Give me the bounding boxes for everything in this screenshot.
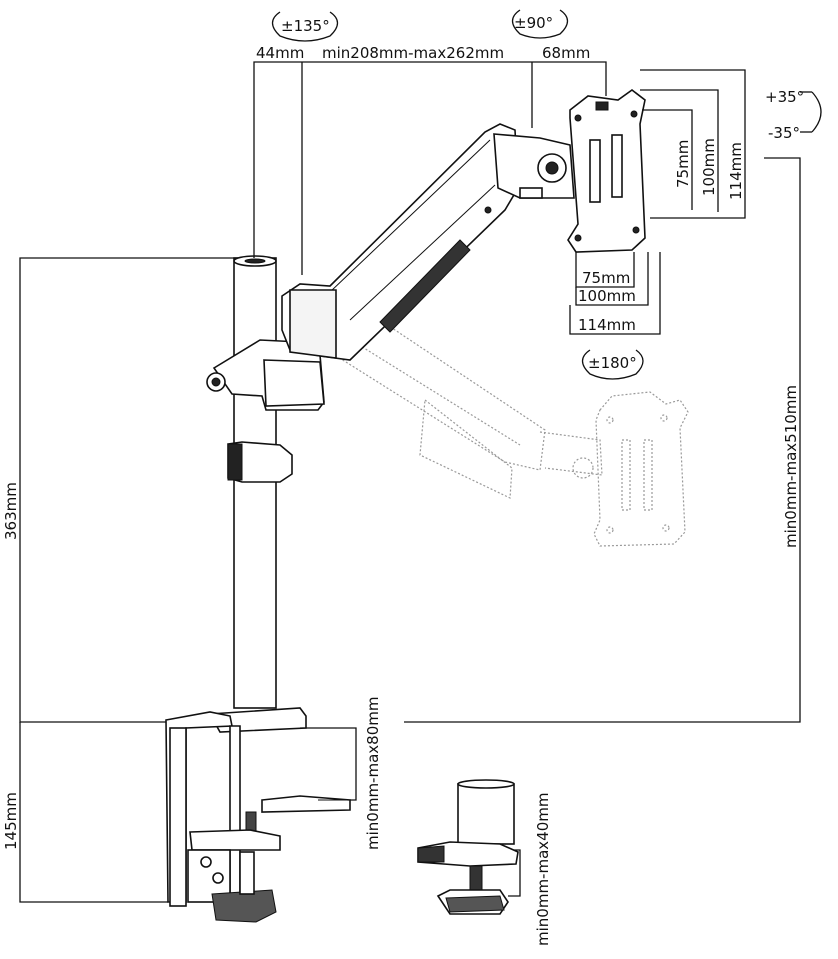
rotation-90-arrow-icon bbox=[511, 9, 569, 39]
clamp-range-label: min0mm-max80mm bbox=[364, 697, 382, 850]
rotation-arrows bbox=[271, 9, 822, 380]
tilt-up-label: +35° bbox=[765, 88, 804, 106]
rotation-135-label: ±135° bbox=[281, 17, 330, 35]
dimension-lines bbox=[19, 61, 801, 903]
rotation-135-arrow-icon bbox=[271, 11, 339, 42]
rotation-180-arrow-icon bbox=[581, 349, 644, 380]
vesa-114-width-label: 114mm bbox=[578, 316, 636, 334]
vesa-plate bbox=[567, 89, 646, 253]
tilt-down-label: -35° bbox=[768, 124, 800, 142]
offset-68-label: 68mm bbox=[542, 44, 590, 62]
desk-clamp bbox=[165, 707, 351, 923]
vesa-114-height-label: 114mm bbox=[727, 142, 745, 200]
shoulder-joint bbox=[206, 339, 325, 411]
tilt-head bbox=[493, 133, 575, 199]
rotation-180-label: ±180° bbox=[588, 354, 637, 372]
gas-spring-arm bbox=[281, 123, 519, 361]
cable-clip bbox=[227, 441, 293, 483]
height-range-label: min0mm-max510mm bbox=[782, 385, 800, 548]
vesa-75-width-label: 75mm bbox=[582, 269, 630, 287]
vesa-75-height-label: 75mm bbox=[674, 140, 692, 188]
grommet-mount-inset bbox=[417, 779, 519, 915]
offset-44-label: 44mm bbox=[256, 44, 304, 62]
vesa-100-width-label: 100mm bbox=[578, 287, 636, 305]
reach-label: min208mm-max262mm bbox=[322, 44, 504, 62]
labels: ±135° ±90° ±180° +35° -35° 44mm min208mm… bbox=[2, 14, 804, 946]
tilt-arrow-icon bbox=[811, 91, 822, 133]
clamp-height-label: 145mm bbox=[2, 792, 20, 850]
grommet-range-label: min0mm-max40mm bbox=[534, 793, 552, 946]
rotation-90-label: ±90° bbox=[514, 14, 553, 32]
vesa-100-height-label: 100mm bbox=[700, 138, 718, 196]
pole-height-label: 363mm bbox=[2, 482, 20, 540]
pole bbox=[233, 255, 277, 709]
